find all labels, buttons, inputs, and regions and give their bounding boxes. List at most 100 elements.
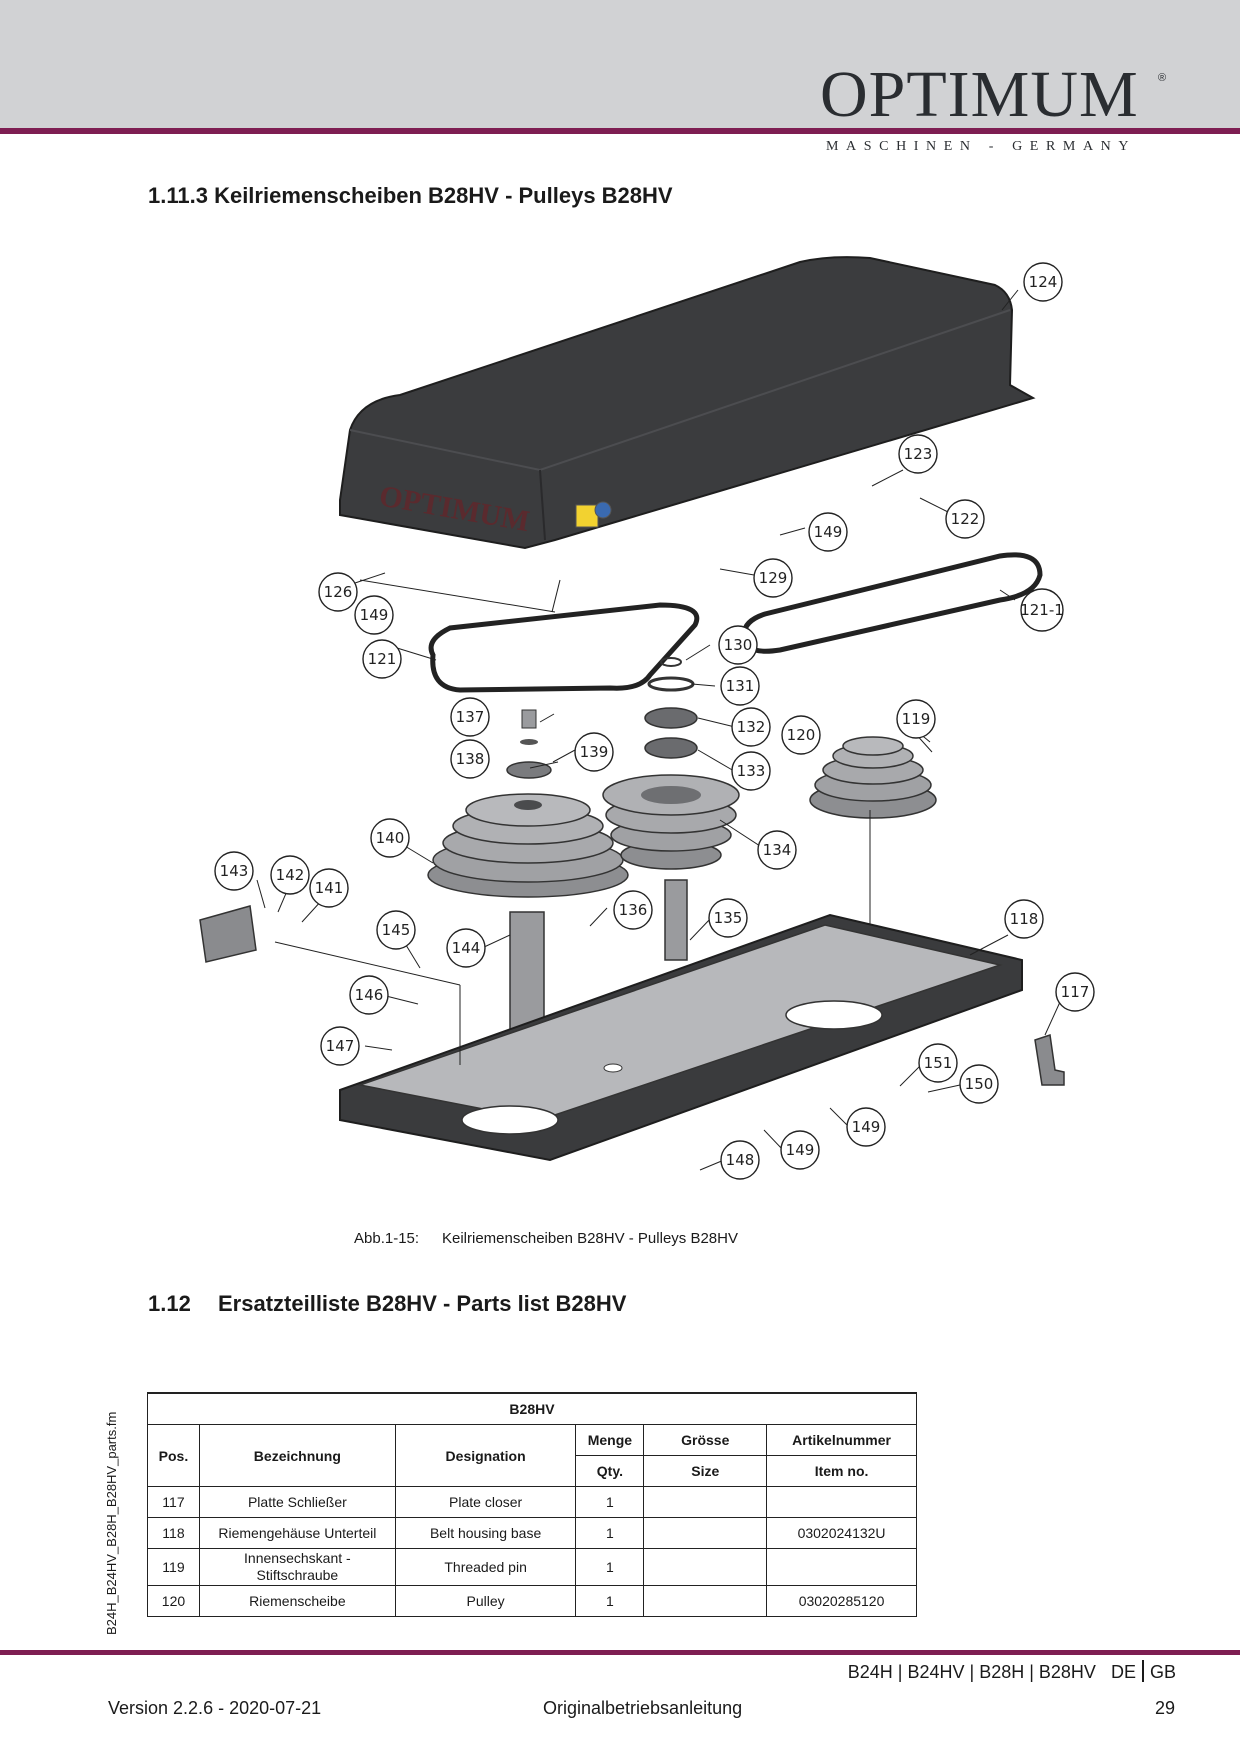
callout-118: 118: [1004, 899, 1044, 939]
svg-text:138: 138: [456, 750, 485, 768]
cell-item-no: [766, 1548, 917, 1586]
cell-designation: Belt housing base: [394, 1517, 577, 1549]
callout-146: 146: [349, 975, 389, 1015]
cell-bezeichnung: Innensechskant - Stiftschraube: [198, 1548, 396, 1586]
callout-141: 141: [309, 868, 349, 908]
callout-148: 148: [720, 1140, 760, 1180]
cell-item-no: 03020285120: [766, 1585, 917, 1617]
brand-tagline: MASCHINEN - GERMANY: [826, 139, 1137, 154]
callout-121: 121: [362, 639, 402, 679]
cell-bezeichnung: Riemenscheibe: [198, 1585, 396, 1617]
header-band: [0, 0, 1240, 128]
svg-text:150: 150: [965, 1075, 994, 1093]
table-row: 117 Platte Schließer Plate closer 1: [147, 1486, 917, 1518]
col-header-menge: Menge: [575, 1424, 645, 1456]
svg-text:149: 149: [786, 1141, 815, 1159]
svg-text:146: 146: [355, 986, 384, 1004]
table-row: 118 Riemengehäuse Unterteil Belt housing…: [147, 1517, 917, 1549]
svg-text:131: 131: [726, 677, 755, 695]
cell-bezeichnung: Platte Schließer: [198, 1486, 396, 1518]
table-model-header: B28HV: [147, 1392, 917, 1425]
col-header-artikelnummer: Artikelnummer: [766, 1424, 917, 1456]
svg-text:126: 126: [324, 583, 353, 601]
svg-text:135: 135: [714, 909, 743, 927]
callout-144: 144: [446, 928, 486, 968]
file-name-side-text: B24H_B24HV_B28H_B28HV_parts.fm: [104, 1411, 119, 1635]
callout-124: 124: [1023, 262, 1063, 302]
callout-132: 132: [731, 707, 771, 747]
hinge-plate: [199, 905, 257, 963]
col-header-pos: Pos.: [147, 1424, 200, 1487]
svg-text:123: 123: [904, 445, 933, 463]
callout-134: 134: [757, 830, 797, 870]
svg-text:133: 133: [737, 762, 766, 780]
exploded-view-drawing: OPTIMUM: [199, 256, 1095, 1180]
svg-text:139: 139: [580, 743, 609, 761]
section-title-parts-list: Ersatzteilliste B28HV - Parts list B28HV: [218, 1291, 627, 1316]
belt-housing-cover: OPTIMUM: [339, 256, 1036, 550]
callout-119: 119: [896, 699, 936, 739]
cell-designation: Pulley: [394, 1585, 577, 1617]
svg-text:151: 151: [924, 1054, 953, 1072]
callout-149-d: 149: [780, 1130, 820, 1170]
cell-size: [643, 1486, 768, 1518]
cell-pos: 118: [147, 1517, 200, 1549]
callout-137: 137: [450, 697, 490, 737]
svg-text:141: 141: [315, 879, 344, 897]
col-header-designation: Designation: [394, 1424, 577, 1487]
callout-129: 129: [753, 558, 793, 598]
callout-150: 150: [959, 1064, 999, 1104]
pulley-right: [809, 736, 937, 819]
svg-text:148: 148: [726, 1151, 755, 1169]
callout-123: 123: [898, 434, 938, 474]
cell-size: [643, 1548, 768, 1586]
svg-text:120: 120: [787, 726, 816, 744]
cell-size: [643, 1517, 768, 1549]
cell-bezeichnung: Riemengehäuse Unterteil: [198, 1517, 396, 1549]
registered-mark: ®: [1158, 72, 1167, 84]
svg-text:129: 129: [759, 569, 788, 587]
figure-number: Abb.1-15:: [354, 1230, 420, 1247]
footer-model: B28HV: [1038, 1662, 1096, 1682]
svg-text:119: 119: [902, 710, 931, 728]
col-header-bezeichnung: Bezeichnung: [198, 1424, 396, 1487]
svg-text:122: 122: [951, 510, 980, 528]
cell-item-no: 0302024132U: [766, 1517, 917, 1549]
callout-126: 126: [318, 572, 358, 612]
svg-text:134: 134: [763, 841, 792, 859]
svg-text:142: 142: [276, 866, 305, 884]
svg-text:145: 145: [382, 921, 411, 939]
footer-version: Version 2.2.6 - 2020-07-21: [108, 1698, 322, 1718]
callout-122: 122: [945, 499, 985, 539]
callout-136: 136: [613, 890, 653, 930]
svg-text:130: 130: [724, 636, 753, 654]
callout-135: 135: [708, 898, 748, 938]
col-header-groesse: Grösse: [643, 1424, 768, 1456]
cell-pos: 120: [147, 1585, 200, 1617]
callout-140: 140: [370, 818, 410, 858]
callout-139: 139: [574, 732, 614, 772]
callout-142: 142: [270, 855, 310, 895]
svg-text:117: 117: [1061, 983, 1090, 1001]
footer-model: B24HV: [907, 1662, 965, 1682]
section-title-pulleys: 1.11.3 Keilriemenscheiben B28HV - Pulley…: [148, 183, 673, 208]
belt-121-1: [741, 552, 1043, 654]
svg-text:149: 149: [814, 523, 843, 541]
footer-rule: [0, 1650, 1240, 1655]
cell-designation: Plate closer: [394, 1486, 577, 1518]
callout-131: 131: [720, 666, 760, 706]
callout-133: 133: [731, 751, 771, 791]
footer-model: B28H: [979, 1662, 1025, 1682]
svg-text:137: 137: [456, 708, 485, 726]
callout-138: 138: [450, 739, 490, 779]
svg-text:147: 147: [326, 1037, 355, 1055]
svg-text:136: 136: [619, 901, 648, 919]
svg-text:121-1: 121-1: [1020, 601, 1064, 619]
header-rule: [0, 128, 1240, 134]
callout-149-b: 149: [354, 595, 394, 635]
plate-closer: [1034, 1034, 1065, 1086]
section-number-parts-list: 1.12: [148, 1291, 191, 1316]
callout-120: 120: [781, 715, 821, 755]
svg-text:149: 149: [360, 606, 389, 624]
